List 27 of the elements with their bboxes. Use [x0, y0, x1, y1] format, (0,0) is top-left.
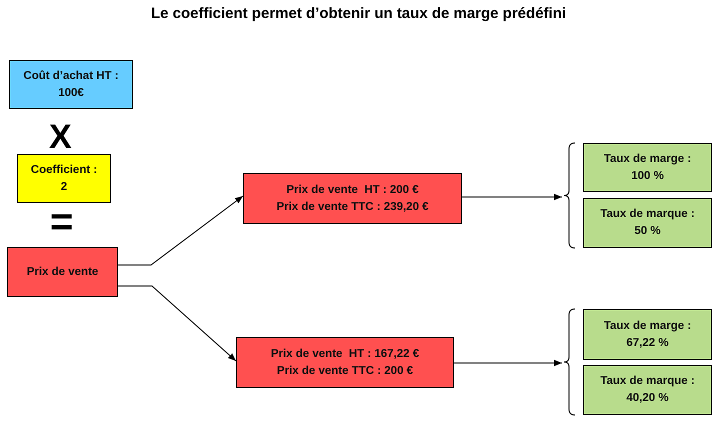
process-box — [9, 60, 133, 109]
arrow — [454, 360, 562, 366]
box-text: Prix de vente — [26, 264, 98, 280]
box-text: Coefficient : 2 — [30, 162, 98, 194]
box-text: Coût d’achat HT : 100€ — [22, 68, 120, 100]
box-text: Prix de vente HT : 167,22 € — [270, 346, 420, 362]
arrow — [118, 286, 236, 362]
process-box — [243, 173, 462, 224]
process-box — [583, 365, 712, 415]
box-text: Prix de vente HT : 200 € — [286, 182, 419, 198]
box-text: Taux de marge : 100 % — [602, 152, 692, 184]
process-box — [583, 143, 712, 192]
box-text: Taux de marque : 50 % — [599, 207, 696, 239]
box-text: Prix de vente TTC : 239,20 € — [276, 200, 429, 214]
process-box — [236, 337, 454, 388]
process-box — [17, 154, 111, 203]
box-text: Taux de marge : 67,22 % — [602, 318, 692, 350]
box-text: Taux de marque : 40,20 % — [599, 374, 696, 406]
title: Le coefficient permet d’obtenir un taux de marge prédéfini — [150, 4, 568, 24]
arrow — [462, 194, 562, 200]
box-text: Prix de vente TTC : 200 € — [276, 364, 414, 378]
process-box — [583, 198, 712, 248]
arrow — [118, 196, 244, 266]
process-box — [583, 309, 712, 360]
operator-symbol: X — [49, 117, 72, 158]
process-box — [7, 247, 118, 297]
operator-symbol: = — [50, 202, 74, 242]
